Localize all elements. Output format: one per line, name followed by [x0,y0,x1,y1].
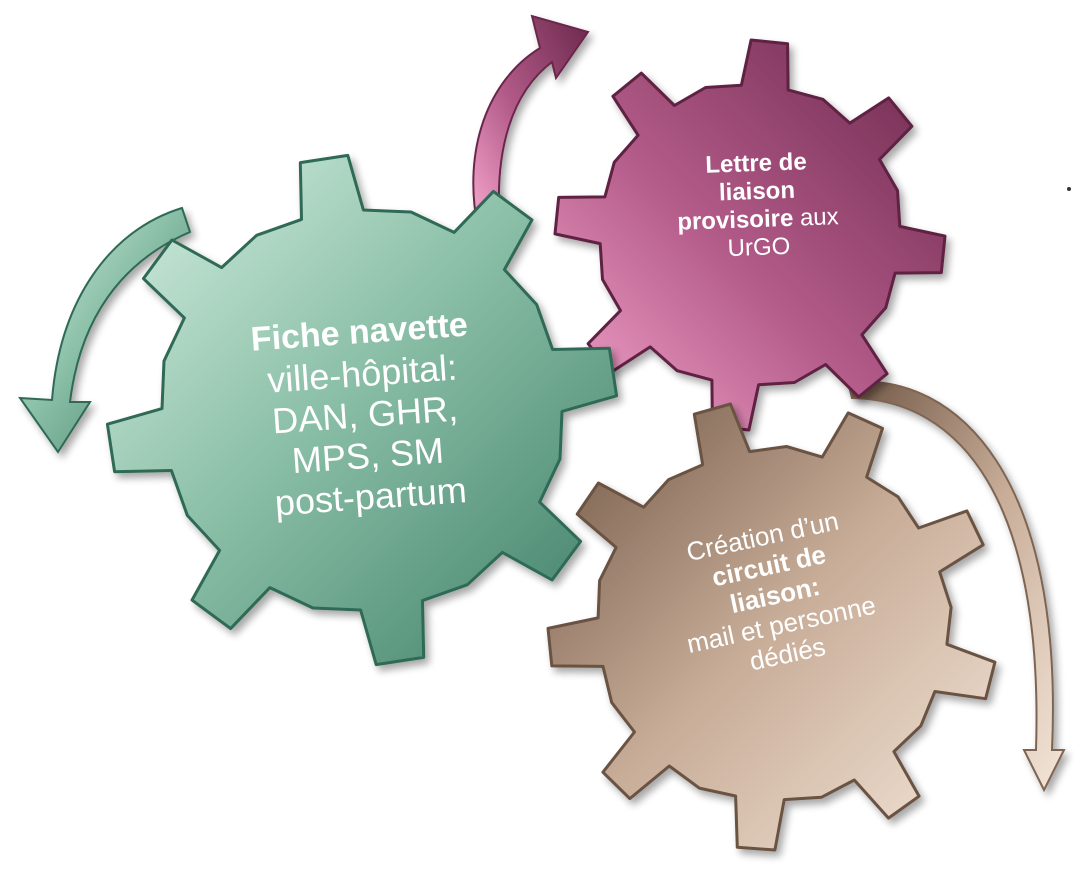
gear-beige [546,402,997,852]
dot-mark [1067,187,1071,191]
gear-pink-label: Lettre de liaison provisoire aux UrGO [638,146,877,266]
gear-green-label: Fiche navette ville-hôpital: DAN, GHR, M… [208,302,522,527]
gear-pink [553,38,947,432]
arrow-green-icon [17,206,192,454]
arrow-beige-icon [846,380,1066,793]
gear-green [105,153,619,667]
arrow-pink-icon [472,14,590,230]
pink-line-3-bold: provisoire [676,204,794,236]
pink-line-3-rest: aux [792,203,840,232]
